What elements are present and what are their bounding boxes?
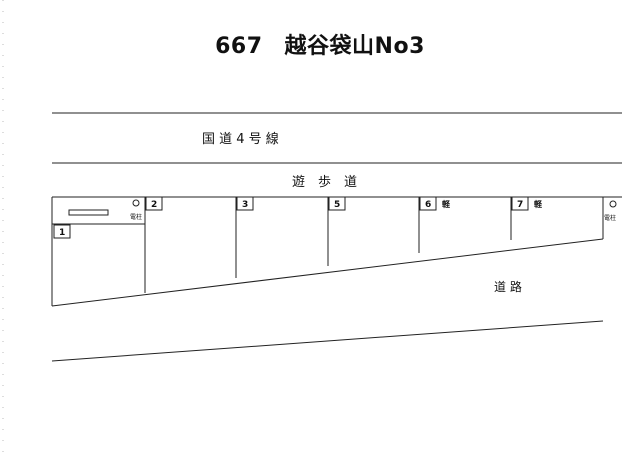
space-7: 7 軽 bbox=[511, 196, 543, 211]
space-number: 1 bbox=[59, 228, 65, 238]
space-2: 2 bbox=[145, 196, 163, 211]
lot-bottom-edge bbox=[51, 238, 604, 307]
space-number: 7 bbox=[517, 200, 523, 210]
pole-icon bbox=[609, 200, 617, 208]
lot-name: 越谷袋山No3 bbox=[284, 34, 425, 59]
space-number: 2 bbox=[151, 200, 157, 210]
space-number: 5 bbox=[334, 200, 340, 210]
sidewalk-label: 遊 歩 道 bbox=[292, 175, 357, 190]
space-number-box bbox=[236, 196, 254, 211]
space-1: 1 bbox=[53, 224, 71, 239]
page-title: 667 越谷袋山No3 bbox=[0, 28, 640, 60]
national-road-label: 国 道 4 号 線 bbox=[202, 131, 279, 147]
space-number-box bbox=[328, 196, 346, 211]
space-number-box bbox=[511, 196, 529, 211]
space-tag: 軽 bbox=[442, 199, 451, 209]
space-6: 6 軽 bbox=[419, 196, 451, 211]
pole-icon bbox=[132, 199, 140, 207]
space-number: 3 bbox=[242, 200, 248, 210]
road-label: 道 路 bbox=[494, 279, 522, 294]
space-number: 6 bbox=[425, 200, 431, 210]
pole-label: 電柱 bbox=[130, 213, 142, 221]
space-number-box bbox=[145, 196, 163, 211]
space-5: 5 bbox=[328, 196, 346, 211]
space-number-box bbox=[419, 196, 437, 211]
road-edge-line bbox=[51, 320, 604, 362]
space-tag: 軽 bbox=[534, 199, 543, 209]
pole-label: 電柱 bbox=[604, 214, 616, 222]
utility-pole-right: 電柱 bbox=[604, 200, 617, 222]
space-3: 3 bbox=[236, 196, 254, 211]
utility-pole-left: 電柱 bbox=[130, 199, 142, 221]
space-number-box bbox=[53, 224, 71, 239]
lot-number: 667 bbox=[215, 34, 263, 59]
sign-board bbox=[68, 209, 109, 216]
